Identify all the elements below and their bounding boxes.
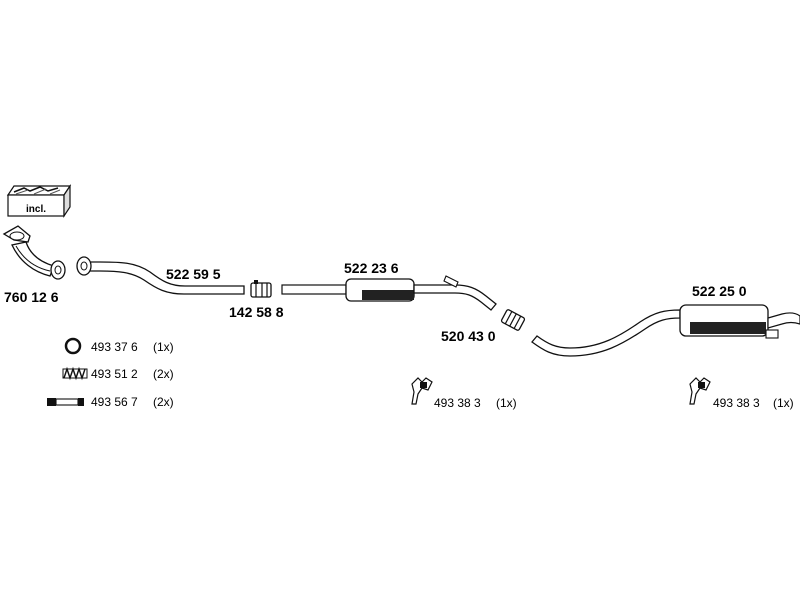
rear-silencer-icon [531, 304, 800, 357]
clamp-icon [500, 309, 526, 331]
rear-silencer-part[interactable]: 522 25 0 [531, 283, 800, 357]
manifold-part[interactable]: incl. 760 12 6 [2, 184, 72, 305]
hanger-item-middle[interactable]: 493 38 3 (1x) [411, 377, 517, 410]
manifold-part-number: 760 12 6 [4, 289, 59, 305]
accessory-qty: (2x) [153, 395, 174, 409]
front-pipe-icon [76, 256, 245, 295]
rubber-hanger-icon [411, 377, 433, 405]
front-clamp-part-number: 142 58 8 [229, 304, 284, 320]
middle-clamp-part[interactable]: 520 43 0 [441, 309, 526, 344]
accessory-item-ring[interactable]: 493 37 6 (1x) [64, 337, 174, 355]
accessory-item-bolt[interactable]: 493 56 7 (2x) [47, 395, 174, 409]
hanger-qty: (1x) [496, 396, 517, 410]
hanger-item-rear[interactable]: 493 38 3 (1x) [689, 377, 794, 410]
accessory-item-spring[interactable]: 493 51 2 (2x) [62, 366, 174, 381]
hanger-number: 493 38 3 [434, 396, 481, 410]
accessory-number: 493 37 6 [91, 340, 138, 354]
accessory-number: 493 56 7 [91, 395, 138, 409]
accessory-qty: (2x) [153, 367, 174, 381]
clamp-icon [250, 280, 272, 298]
rubber-hanger-icon [689, 377, 711, 405]
manifold-pipe-icon [2, 225, 66, 280]
hanger-number: 493 38 3 [713, 396, 760, 410]
front-pipe-part[interactable]: 522 59 5 [76, 256, 245, 295]
accessory-qty: (1x) [153, 340, 174, 354]
bolt-icon [47, 398, 84, 406]
kit-box-icon: incl. [6, 184, 72, 218]
front-pipe-part-number: 522 59 5 [166, 266, 221, 282]
kit-label: incl. [26, 204, 46, 215]
front-clamp-part[interactable]: 142 58 8 [229, 280, 284, 320]
hanger-qty: (1x) [773, 396, 794, 410]
middle-silencer-part-number: 522 23 6 [344, 260, 399, 276]
middle-silencer-icon [281, 275, 497, 311]
accessory-number: 493 51 2 [91, 367, 138, 381]
rear-silencer-part-number: 522 25 0 [692, 283, 747, 299]
spring-icon [62, 366, 88, 381]
ring-gasket-icon [64, 337, 82, 355]
middle-silencer-part[interactable]: 522 23 6 [281, 260, 497, 311]
middle-clamp-part-number: 520 43 0 [441, 328, 496, 344]
